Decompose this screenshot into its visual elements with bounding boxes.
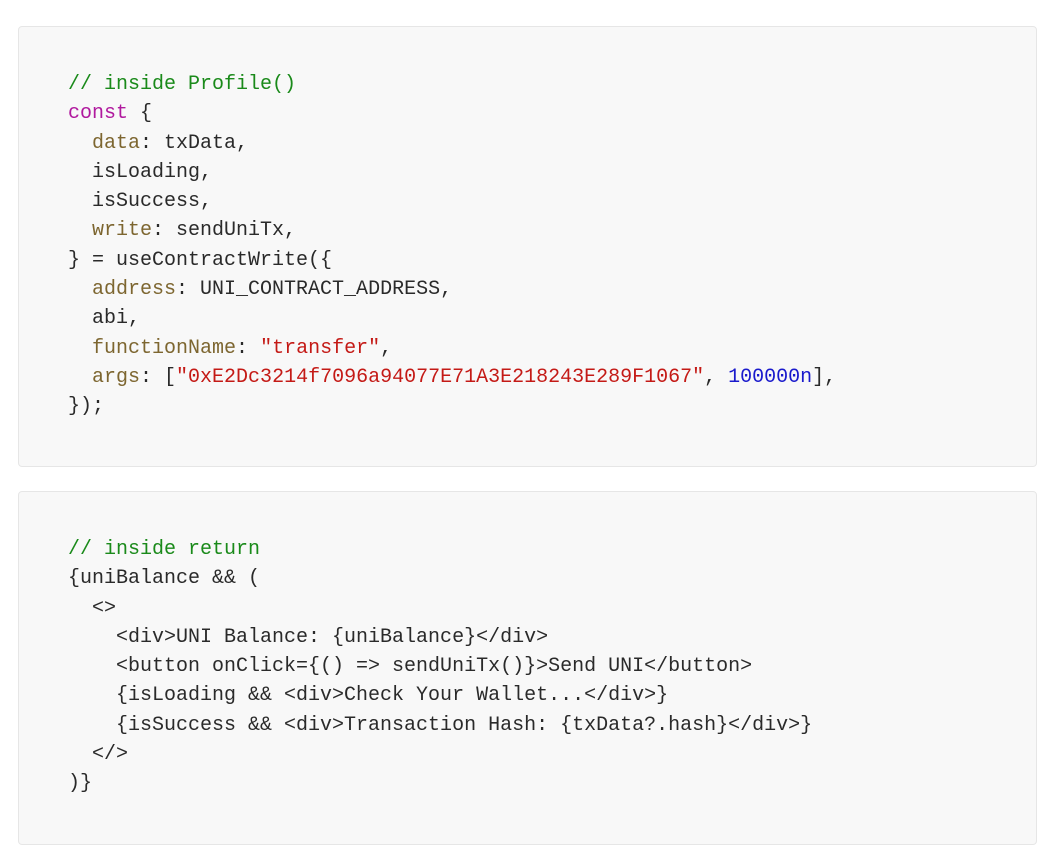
code-token-plain: : UNI_CONTRACT_ADDRESS, — [176, 278, 453, 302]
code-token-plain: }); — [68, 395, 105, 419]
code-token-plain: , — [380, 336, 393, 360]
code-token-keyword: const — [68, 102, 129, 126]
code-token-plain: : — [236, 336, 261, 360]
code-token-plain: : [ — [140, 365, 177, 389]
code-line: <> — [68, 594, 987, 623]
code-line: {isSuccess && <div>Transaction Hash: {tx… — [68, 711, 987, 740]
code-token-plain: , — [704, 365, 729, 389]
code-token-plain: <> — [68, 596, 117, 620]
code-token-prop: data — [92, 131, 141, 155]
code-token-prop: functionName — [92, 336, 237, 360]
code-line: abi, — [68, 304, 987, 333]
code-token-plain — [68, 337, 92, 360]
code-line: data: txData, — [68, 129, 987, 158]
code-token-plain: abi, — [68, 307, 141, 331]
code-token-plain: ], — [812, 365, 837, 389]
code-token-plain: <button onClick={() => sendUniTx()}>Send… — [68, 655, 753, 679]
code-token-plain — [68, 219, 92, 242]
code-line: isSuccess, — [68, 187, 987, 216]
code-token-prop: args — [92, 365, 141, 389]
code-token-plain: : sendUniTx, — [152, 219, 297, 243]
code-token-plain: {isLoading && <div>Check Your Wallet...<… — [68, 684, 669, 708]
code-token-prop: address — [92, 278, 177, 302]
code-line: {uniBalance && ( — [68, 564, 987, 593]
code-line: <button onClick={() => sendUniTx()}>Send… — [68, 652, 987, 681]
code-line: write: sendUniTx, — [68, 216, 987, 245]
code-token-plain: { — [128, 102, 153, 126]
code-line: }); — [68, 392, 987, 421]
code-line: } = useContractWrite({ — [68, 246, 987, 275]
code-line: // inside return — [68, 535, 987, 564]
code-token-plain: )} — [68, 772, 93, 796]
code-line: )} — [68, 769, 987, 798]
code-token-plain: </> — [68, 743, 129, 767]
code-line: {isLoading && <div>Check Your Wallet...<… — [68, 681, 987, 710]
code-line: args: ["0xE2Dc3214f7096a94077E71A3E21824… — [68, 363, 987, 392]
code-line: isLoading, — [68, 158, 987, 187]
code-line: // inside Profile() — [68, 70, 987, 99]
code-token-plain — [68, 278, 92, 301]
code-token-plain: } = useContractWrite({ — [68, 248, 333, 272]
code-line: const { — [68, 99, 987, 128]
code-token-string: "transfer" — [260, 336, 381, 360]
code-token-prop: write — [92, 219, 153, 243]
code-token-plain: <div>UNI Balance: {uniBalance}</div> — [68, 625, 549, 649]
code-token-plain — [68, 366, 92, 389]
code-block-contract-write: // inside Profile() const { data: txData,… — [18, 26, 1037, 467]
code-line: functionName: "transfer", — [68, 334, 987, 363]
code-line: </> — [68, 740, 987, 769]
code-token-plain: {isSuccess && <div>Transaction Hash: {tx… — [68, 713, 813, 737]
code-token-plain: isLoading, — [68, 160, 213, 184]
code-token-string: "0xE2Dc3214f7096a94077E71A3E218243E289F1… — [176, 365, 705, 389]
code-token-number: 100000n — [728, 365, 813, 389]
code-block-return-jsx: // inside return {uniBalance && ( <> <div… — [18, 491, 1037, 845]
code-token-plain: : txData, — [140, 131, 249, 155]
code-token-plain: {uniBalance && ( — [68, 567, 261, 591]
code-line: address: UNI_CONTRACT_ADDRESS, — [68, 275, 987, 304]
code-token-plain: isSuccess, — [68, 190, 213, 214]
code-token-comment: // inside return — [68, 538, 261, 561]
code-token-plain — [68, 132, 92, 155]
code-line: <div>UNI Balance: {uniBalance}</div> — [68, 623, 987, 652]
code-token-comment: // inside Profile() — [68, 73, 297, 96]
